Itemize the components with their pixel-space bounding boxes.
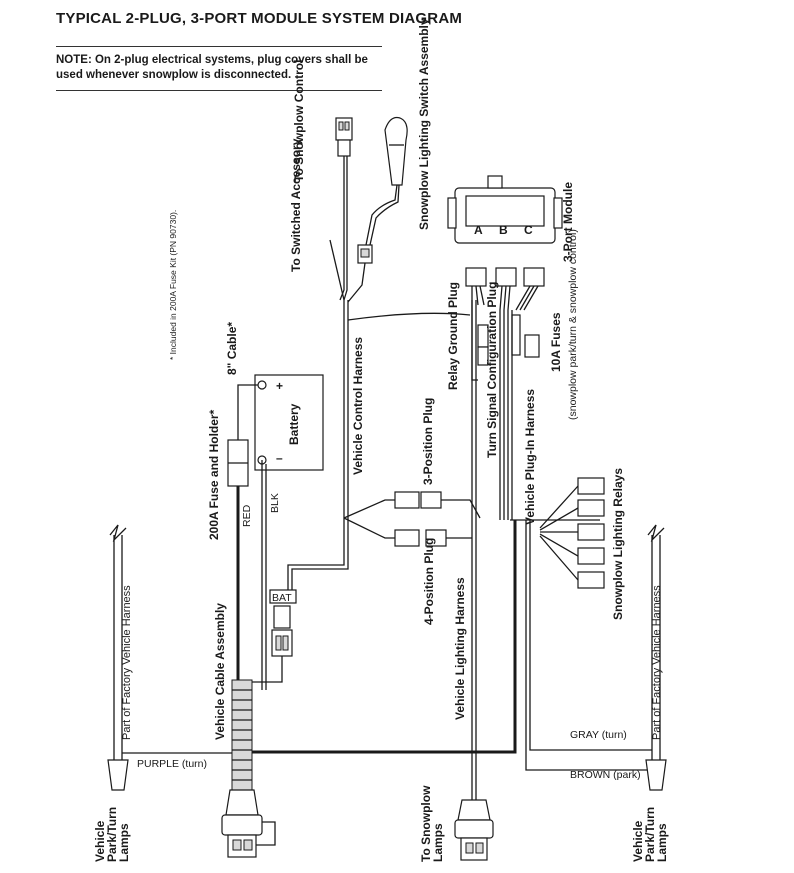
control-to-module-wire [347,312,471,321]
three-pos-wire [343,499,395,519]
divider [56,90,382,91]
label-snowplow-lighting-relays: Snowplow Lighting Relays [611,468,625,620]
label-brown: BROWN (park) [570,769,641,781]
label-three-port-module: 3-Port Module [561,182,575,262]
gray-wire [529,520,652,751]
four-position-plug [394,529,447,547]
label-four-position-plug: 4-Position Plug [422,538,436,625]
label-vehicle-control-harness: Vehicle Control Harness [351,337,365,475]
label-vehicle-lamps-left: Vehicle Park/Turn Lamps [93,804,131,862]
footnote: * Included in 200A Fuse Kit (PN 90730). [168,210,178,360]
label-purple: PURPLE (turn) [137,758,207,770]
three-port-module: A B C [447,175,563,244]
label-to-snowplow-lamps: To Snowplow Lamps [419,782,445,862]
bat-connector: BAT [269,589,297,657]
label-10a-fuses: 10A Fuses [549,312,563,372]
ground-wire [471,305,478,381]
lighting-switch-assembly [347,116,408,303]
label-to-snowplow-control: To Snowplow Control [292,60,306,182]
vehicle-control-harness-wire [287,300,345,590]
label-to-switched-accessory: To Switched Accessory [289,138,303,272]
fuse-holder-10a [511,314,540,358]
snowplow-lighting-relays [539,477,605,589]
battery-plus: + [276,379,283,393]
label-fuses-note: (snowplow park/turn & snowplow control) [567,229,579,420]
bat-label: BAT [272,592,292,604]
label-vehicle-cable-assembly: Vehicle Cable Assembly [213,603,227,740]
page-title: TYPICAL 2-PLUG, 3-PORT MODULE SYSTEM DIA… [56,10,463,27]
label-lighting-switch-assembly: Snowplow Lighting Switch Assembly [417,18,431,230]
label-eight-inch-cable: 8" Cable* [225,322,239,375]
left-vehicle-plug [221,789,276,858]
three-pos-wire [441,499,481,519]
port-a-label: A [474,223,483,237]
control-wire [339,156,345,301]
bat-wire [250,656,283,683]
label-vehicle-lamps-right: Vehicle Park/Turn Lamps [631,804,669,862]
relay-ground-plug [477,324,489,366]
port-b-label: B [499,223,508,237]
note-text: NOTE: On 2-plug electrical systems, plug… [56,54,368,81]
three-position-plug [394,491,442,509]
accessory-wire [329,239,345,301]
eight-inch-cable [237,384,258,440]
control-wire [343,156,348,301]
divider [56,46,382,47]
factory-harness-left [107,524,129,791]
fuse-holder-200a [227,439,249,487]
battery-minus: – [276,451,283,465]
label-fuse-holder: 200A Fuse and Holder* [207,409,221,540]
vehicle-control-harness-wire [291,300,349,590]
module-plugs [465,267,545,311]
label-vehicle-plug-in-harness: Vehicle Plug-In Harness [523,389,537,525]
battery: Battery + – [254,374,324,471]
battery-label: Battery [287,403,301,445]
snowplow-lamps-plug [454,799,494,861]
port-c-label: C [524,223,533,237]
label-blk: BLK [269,493,281,513]
label-gray: GRAY (turn) [570,729,627,741]
label-vehicle-lighting-harness: Vehicle Lighting Harness [453,577,467,720]
four-pos-wire [343,517,395,539]
label-turn-signal-config-plug: Turn Signal Configuration Plug [485,282,499,458]
ground-bus [252,520,517,754]
brown-wire [525,520,660,771]
label-red: RED [241,504,253,527]
label-factory-harness-left: Part of Factory Vehicle Harness [121,585,133,740]
snowplow-control-connector [335,117,353,157]
vehicle-cable-assembly [231,679,253,791]
label-factory-harness-right: Part of Factory Vehicle Harness [651,585,663,740]
label-three-position-plug: 3-Position Plug [421,398,435,485]
label-relay-ground-plug: Relay Ground Plug [446,282,460,390]
factory-harness-right [645,524,667,791]
